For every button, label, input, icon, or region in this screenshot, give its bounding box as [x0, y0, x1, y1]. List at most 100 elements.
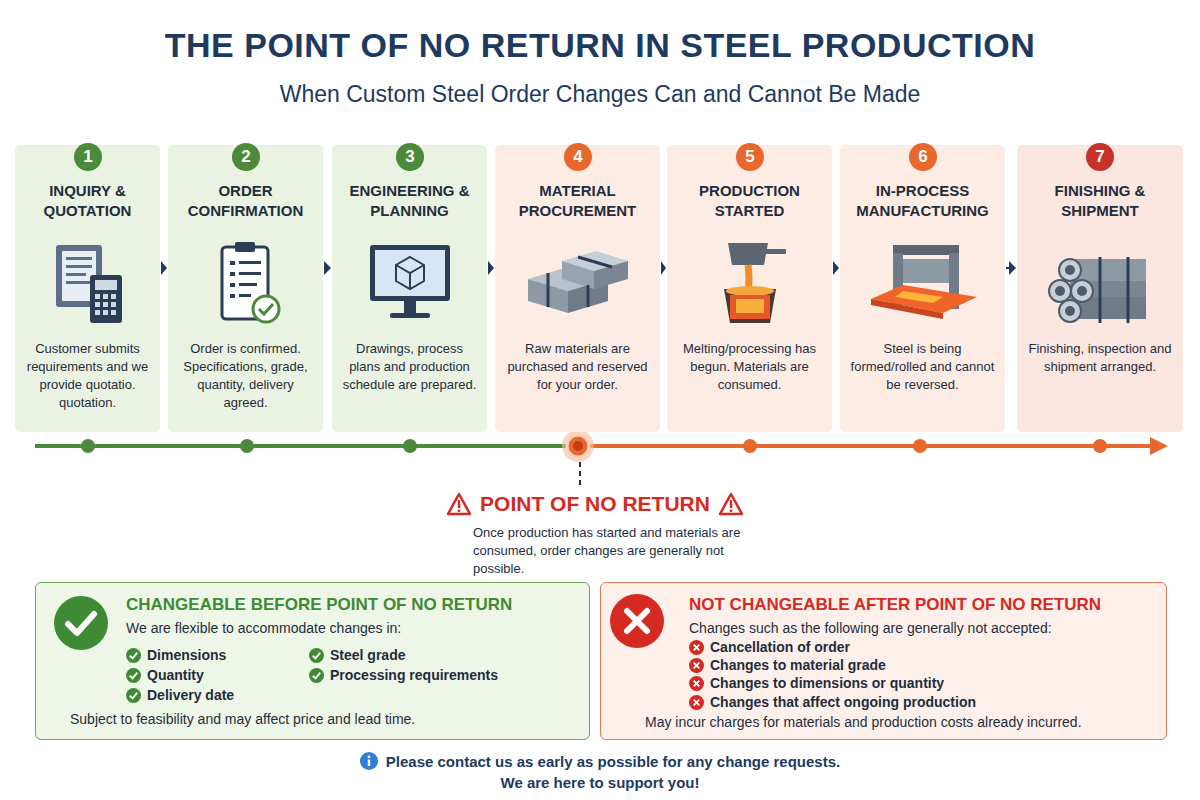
drawing-part: [409, 273, 411, 289]
drawing-part: [66, 281, 90, 284]
ladle-icon: [690, 239, 810, 329]
list-item-text: Processing requirements: [330, 667, 498, 683]
drawing-part: [610, 594, 664, 648]
drawing-part: [730, 295, 770, 319]
drawing-part: [448, 494, 470, 514]
drawing-part: [95, 294, 100, 299]
list-item: Processing requirements: [309, 667, 498, 683]
flow-arrow: [488, 261, 494, 275]
list-item: Changes to material grade: [689, 657, 886, 673]
list-item-text: Delivery date: [147, 687, 234, 703]
stage-description: Raw materials are purchased and reserved…: [503, 340, 652, 394]
drawing-part: [730, 500, 732, 508]
drawing-part: [367, 755, 370, 758]
stage-description: Steel is being formed/rolled and cannot …: [848, 340, 997, 394]
drawing-part: [573, 441, 583, 451]
drawing-part: [871, 285, 977, 313]
check-icon: [126, 648, 141, 663]
stage-title: PRODUCTION STARTED: [671, 181, 828, 221]
drawing-part: [95, 310, 100, 315]
clipboard-icon: [186, 239, 306, 329]
drawing-part: [1006, 267, 1009, 269]
drawing-part: [627, 611, 647, 631]
drawing-part: [370, 245, 450, 301]
list-item-text: Cancellation of order: [710, 639, 850, 655]
drawing-part: [1065, 265, 1075, 275]
drawing-part: [54, 596, 108, 650]
monitor-icon: [350, 239, 470, 329]
drawing-part: [230, 294, 235, 298]
subtitle: When Custom Steel Order Changes Can and …: [0, 81, 1200, 108]
drawing-part: [390, 313, 430, 318]
drawing-part: [764, 249, 786, 254]
stage-card: 2ORDER CONFIRMATIONOrder is confirmed. S…: [168, 145, 323, 432]
drawing-part: [35, 444, 578, 448]
pipes-icon: [1040, 239, 1160, 329]
drawing-part: [396, 257, 424, 289]
drawing-part: [578, 257, 612, 267]
drawing-part: [694, 662, 700, 668]
drawing-part: [1059, 300, 1081, 322]
step-number: 5: [736, 143, 764, 171]
cross-icon: [689, 676, 704, 691]
stage-title: INQUIRY & QUOTATION: [19, 181, 156, 221]
stage-description: Melting/processing has begun. Materials …: [675, 340, 824, 394]
drawing-part: [360, 752, 378, 770]
drawing-part: [694, 680, 700, 686]
drawing-part: [368, 760, 370, 767]
stage-card: 4MATERIAL PROCUREMENTRaw materials are p…: [495, 145, 660, 432]
cross-icon: [689, 658, 704, 673]
drawing-part: [1127, 257, 1130, 323]
drawing-part: [111, 310, 116, 315]
drawing-part: [694, 662, 700, 668]
drawing-part: [130, 652, 138, 658]
drawing-part: [111, 294, 116, 299]
rolling-mill-icon: [863, 239, 983, 329]
list-item-text: Dimensions: [147, 647, 226, 663]
list-item: Dimensions: [126, 647, 226, 663]
drawing-part: [66, 265, 92, 268]
drawing-part: [103, 294, 108, 299]
drawing-part: [694, 644, 700, 650]
drawing-part: [126, 688, 141, 703]
cross-icon: [689, 640, 704, 655]
quote-icon: [28, 239, 148, 329]
drawing-part: [309, 648, 324, 663]
stage-card: 3ENGINEERING & PLANNINGDrawings, process…: [332, 145, 487, 432]
drawing-part: [458, 509, 461, 512]
drawing-part: [130, 692, 138, 698]
drawing-part: [689, 658, 704, 673]
footer-text: We are here to support you!: [501, 774, 700, 791]
cross-icon: [689, 695, 704, 710]
check-badge: [53, 595, 109, 651]
step-number: 6: [909, 143, 937, 171]
stage-card: 5PRODUCTION STARTED Melting/processing ha…: [667, 145, 832, 432]
stage-title: FINISHING & SHIPMENT: [1021, 181, 1179, 221]
drawing-part: [396, 265, 424, 273]
drawing-part: [126, 648, 141, 663]
drawing-part: [239, 261, 261, 264]
drawing-part: [579, 462, 581, 488]
drawing-part: [661, 261, 666, 275]
stage-title: ENGINEERING & PLANNING: [336, 181, 483, 221]
drawing-part: [1071, 280, 1093, 302]
drawing-part: [689, 676, 704, 691]
drawing-part: [562, 261, 594, 289]
list-item-text: Quantity: [147, 667, 204, 683]
drawing-part: [313, 672, 321, 678]
drawing-part: [694, 680, 700, 686]
drawing-part: [458, 500, 460, 508]
list-item: Changes that affect ongoing production: [689, 694, 976, 710]
drawing-part: [259, 304, 273, 314]
drawing-part: [375, 250, 445, 296]
panel-note: Subject to feasibility and may affect pr…: [70, 711, 415, 727]
drawing-part: [694, 699, 700, 705]
flow-arrow: [161, 261, 167, 275]
drawing-part: [488, 261, 494, 275]
panel-note: May incur charges for materials and prod…: [645, 714, 1082, 730]
callout-heading: POINT OF NO RETURN: [480, 492, 710, 516]
steel-blocks-icon: [518, 239, 638, 329]
drawing-part: [1049, 280, 1071, 302]
step-number: 4: [564, 143, 592, 171]
drawing-part: [567, 435, 589, 457]
